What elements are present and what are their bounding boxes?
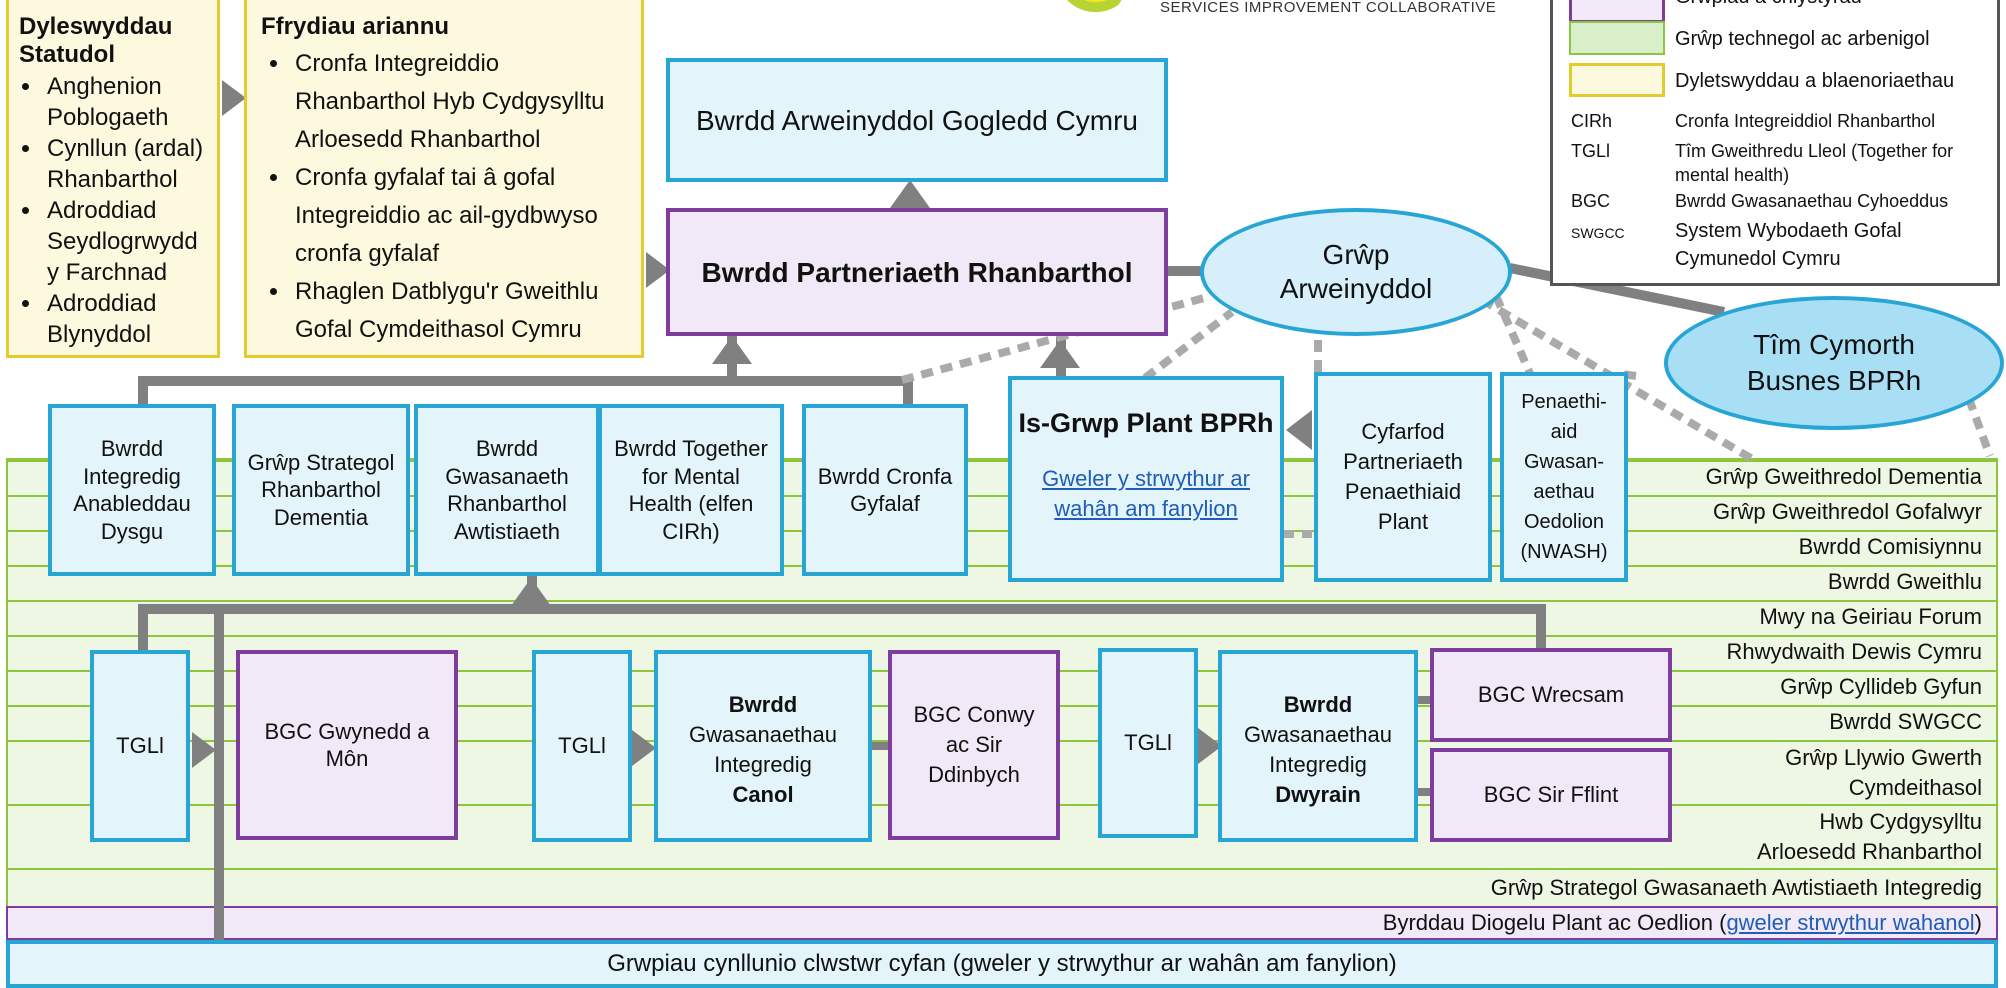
- list-item: Anghenion Poblogaeth: [43, 71, 209, 133]
- connector-line: [138, 376, 148, 406]
- technical-group: Bwrdd Comisiynnu: [6, 530, 1998, 562]
- funding-streams-title: Ffrydiau ariannu: [261, 13, 450, 40]
- board-label: Bwrdd: [1283, 692, 1353, 717]
- bgc-wrexham: BGC Wrecsam: [1430, 648, 1672, 742]
- connector-line: [903, 376, 913, 406]
- legend-abbr: BGC: [1571, 191, 1611, 211]
- legend-label: Grŵp technegol ac arbenigol: [1675, 28, 1930, 50]
- board-label: Dwyrain: [1275, 782, 1361, 807]
- north-wales-leadership-board: Bwrdd Arweinyddol Gogledd Cymru: [666, 58, 1168, 182]
- sub-board-learning-disabilities: Bwrdd Integredig Anableddau Dysgu: [48, 404, 216, 576]
- technical-group: Grŵp Gweithredol Dementia: [6, 460, 1998, 492]
- legend-meaning: Tîm Gweithredu Lleol (Together for menta…: [1675, 141, 1954, 185]
- list-item: Rhaglen Datblygu'r Gweithlu Gofal Cymdei…: [291, 273, 633, 349]
- board-label: Bwrdd: [728, 692, 798, 717]
- arrow-left-icon: [1286, 410, 1312, 450]
- tgll-west: TGLl: [90, 650, 190, 842]
- legend-label: Grŵpiau a chlystyrau: [1675, 0, 1862, 9]
- connector-line: [138, 604, 1546, 614]
- list-item: Cronfa Integreiddio Rhanbarthol Hyb Cydg…: [291, 45, 633, 159]
- connector-line: [1164, 266, 1210, 276]
- list-item: Adroddiad Blynyddol: [43, 288, 209, 350]
- legend-abbr: CIRh: [1571, 111, 1613, 131]
- statutory-duties-title: Dyleswyddau Statudol: [19, 13, 173, 68]
- list-item: Cynllun (ardal) Rhanbarthol: [43, 133, 209, 195]
- bgc-flintshire: BGC Sir Fflint: [1430, 748, 1672, 842]
- legend-label: Dyletswyddau a blaenoriaethau: [1675, 70, 1955, 92]
- board-label: Gwasanaethau Integredig: [689, 722, 837, 777]
- list-item: Cronfa gyfalaf tai â gofal Integreiddio …: [291, 159, 633, 273]
- technical-group: Rhwydwaith Dewis Cymru: [6, 635, 1998, 667]
- arrow-right-icon: [632, 730, 656, 766]
- legend: Grŵpiau a chlystyrau Grŵp technegol ac a…: [1550, 0, 2000, 286]
- connector-line: [214, 604, 224, 940]
- arrow-right-icon: [192, 732, 216, 768]
- legend-meaning: Cronfa Integreiddiol Rhanbarthol: [1675, 111, 1936, 131]
- legend-abbr: TGLl: [1571, 141, 1611, 161]
- legend-swatch: [1569, 21, 1665, 55]
- legend-swatch: [1569, 0, 1665, 23]
- arrow-up-icon: [511, 578, 551, 606]
- technical-group: Grŵp Gweithredol Gofalwyr: [6, 495, 1998, 527]
- integrated-services-board-east: Bwrdd Gwasanaethau Integredig Dwyrain: [1218, 650, 1418, 842]
- legend-swatch: [1569, 63, 1665, 97]
- arrow-up-icon: [712, 336, 752, 364]
- cluster-planning-row: Grwpiau cynllunio clwstwr cyfan (gweler …: [6, 940, 1998, 988]
- arrow-up-icon: [890, 180, 930, 208]
- sub-board-mental-health: Bwrdd Together for Mental Health (elfen …: [598, 404, 784, 576]
- adult-services-heads: Penaethi-aid Gwasan-aethau Oedolion (NWA…: [1500, 372, 1628, 582]
- bgc-gwynedd-mon: BGC Gwynedd a Môn: [236, 650, 458, 840]
- board-label: Gwasanaethau Integredig: [1244, 722, 1392, 777]
- children-sub-group: Is-Grwp Plant BPRh Gweler y strwythur ar…: [1008, 376, 1284, 582]
- connector-line: [138, 376, 913, 386]
- technical-group: Mwy na Geiriau Forum: [6, 600, 1998, 632]
- integrated-services-board-central: Bwrdd Gwasanaethau Integredig Canol: [654, 650, 872, 842]
- safeguarding-link[interactable]: gweler strwythur wahanol: [1726, 910, 1975, 935]
- technical-group: Bwrdd Gweithlu: [6, 565, 1998, 597]
- safeguarding-row: Byrddau Diogelu Plant ac Oedlion (gweler…: [6, 906, 1998, 940]
- arrow-right-icon: [222, 80, 246, 116]
- legend-meaning: Bwrdd Gwasanaethau Cyhoeddus: [1675, 191, 1949, 211]
- bgc-conwy-denbigh: BGC Conwy ac Sir Ddinbych: [888, 650, 1060, 840]
- tgll-central: TGLl: [532, 650, 632, 842]
- sub-board-capital-fund: Bwrdd Cronfa Gyfalaf: [802, 404, 968, 576]
- regional-partnership-board: Bwrdd Partneriaeth Rhanbarthol: [666, 208, 1168, 336]
- board-label: Canol: [732, 782, 794, 807]
- children-heads-partnership: Cyfarfod Partneriaeth Penaethiaid Plant: [1314, 372, 1492, 582]
- business-support-team: Tîm Cymorth Busnes BPRh: [1664, 296, 2004, 430]
- logo-tagline: SERVICES IMPROVEMENT COLLABORATIVE: [1160, 0, 1497, 16]
- tgll-east: TGLl: [1098, 648, 1198, 838]
- children-sub-group-title: Is-Grwp Plant BPRh: [1018, 408, 1274, 438]
- funding-streams-box: Ffrydiau ariannu Cronfa Integreiddio Rha…: [244, 0, 644, 358]
- technical-group: Grŵp Strategol Gwasanaeth Awtistiaeth In…: [6, 868, 1998, 906]
- sub-board-dementia: Grŵp Strategol Rhanbarthol Dementia: [232, 404, 410, 576]
- legend-abbr: SWGCC: [1571, 225, 1625, 241]
- statutory-duties-box: Dyleswyddau Statudol Anghenion Poblogaet…: [6, 0, 220, 358]
- connector-line: [1536, 604, 1546, 654]
- connector-line: [138, 604, 148, 654]
- legend-meaning: System Wybodaeth Gofal Cymunedol Cymru: [1675, 220, 1902, 270]
- sub-board-autism: Bwrdd Gwasanaeth Rhanbarthol Awtistiaeth: [414, 404, 600, 576]
- leadership-group: Grŵp Arweinyddol: [1200, 208, 1512, 336]
- list-item: Adroddiad Seydlogrwydd y Farchnad: [43, 195, 209, 288]
- children-structure-link[interactable]: Gweler y strwythur ar wahân am fanylion: [1042, 466, 1250, 521]
